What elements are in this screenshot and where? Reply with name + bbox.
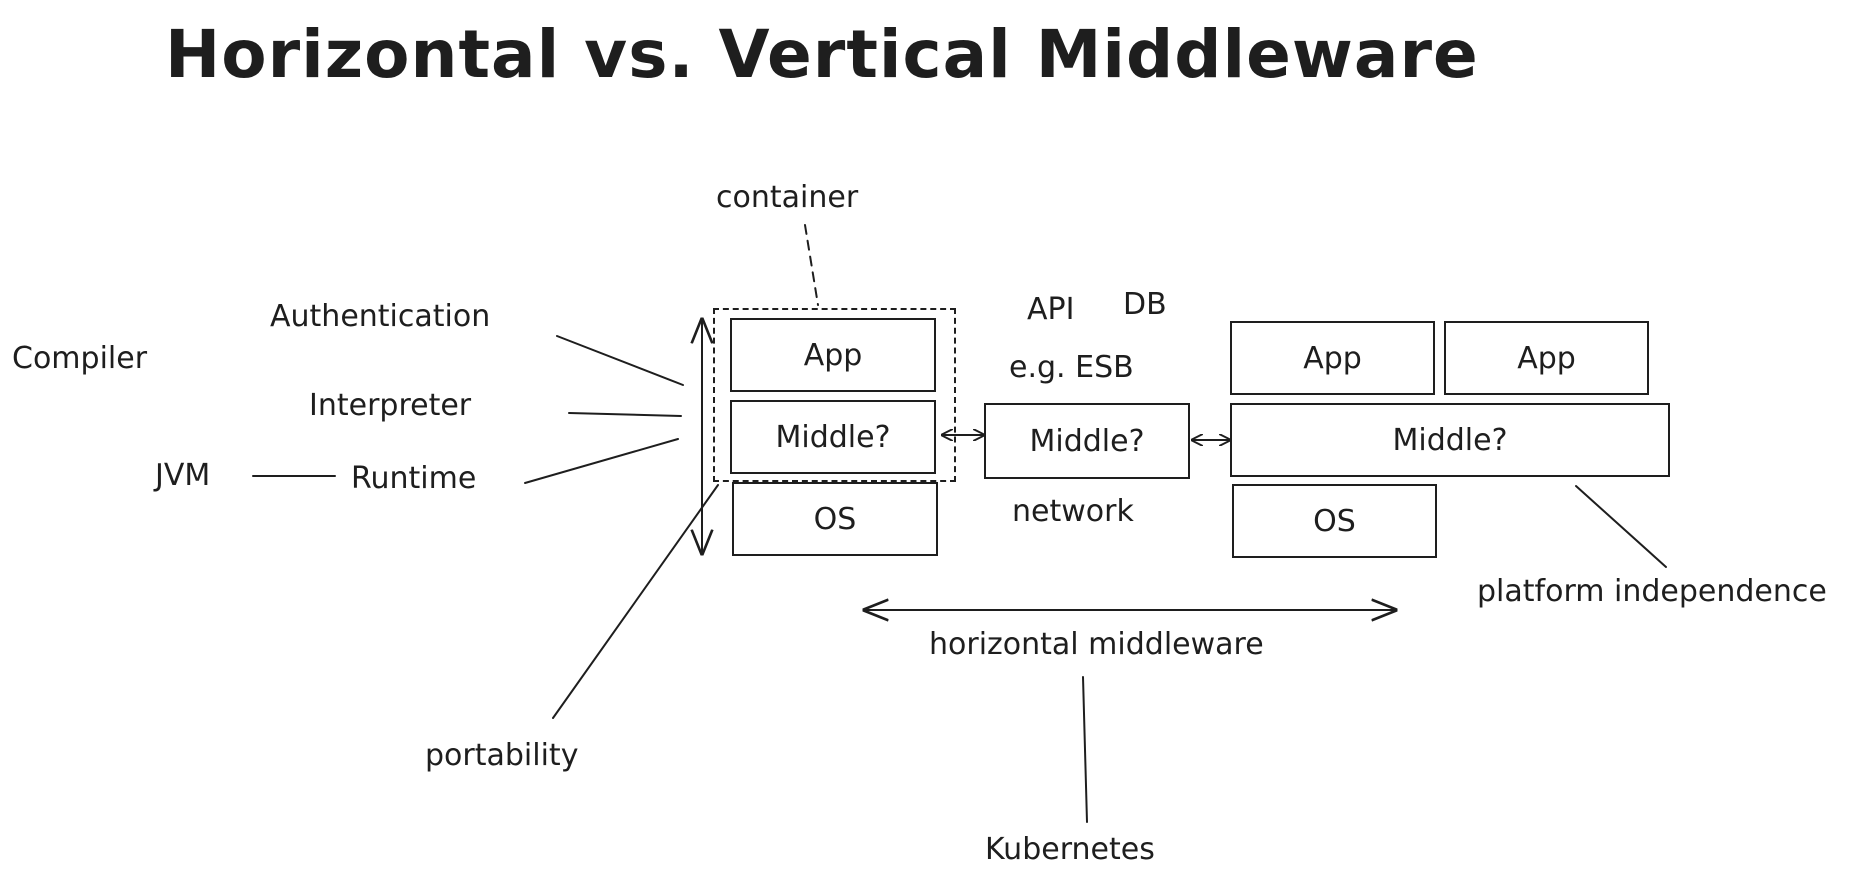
label-network: network: [1012, 494, 1134, 529]
portability-connector: [552, 484, 719, 719]
kubernetes-connector: [1082, 676, 1088, 823]
label-portability: portability: [425, 738, 579, 773]
diagram-title: Horizontal vs. Vertical Middleware: [165, 16, 1479, 93]
right-os-box: OS: [1232, 484, 1437, 558]
label-runtime: Runtime: [351, 461, 477, 496]
label-jvm: JVM: [155, 458, 211, 493]
label-interpreter: Interpreter: [309, 388, 472, 423]
platform-independence-connector: [1575, 485, 1667, 568]
interpreter-connector: [568, 412, 682, 417]
right-middle-box: Middle?: [1230, 403, 1670, 477]
label-horizontal-middleware: horizontal middleware: [929, 627, 1264, 662]
label-esb: e.g. ESB: [1009, 350, 1134, 385]
label-platform-independence: platform independence: [1477, 574, 1827, 609]
right-app-box-2: App: [1444, 321, 1649, 395]
label-container: container: [716, 180, 859, 215]
container-leader-line: [804, 224, 819, 306]
center-middle-box: Middle?: [984, 403, 1190, 479]
label-api: API: [1027, 292, 1075, 327]
label-db: DB: [1123, 287, 1167, 322]
container-box: [713, 308, 956, 482]
left-middle-box: Middle?: [730, 400, 936, 474]
label-authentication: Authentication: [270, 299, 491, 334]
runtime-connector: [524, 438, 679, 484]
authentication-connector: [556, 335, 684, 386]
left-app-box: App: [730, 318, 936, 392]
left-os-box: OS: [732, 482, 938, 556]
label-compiler: Compiler: [12, 341, 148, 376]
right-app-box-1: App: [1230, 321, 1435, 395]
label-kubernetes: Kubernetes: [985, 832, 1155, 867]
